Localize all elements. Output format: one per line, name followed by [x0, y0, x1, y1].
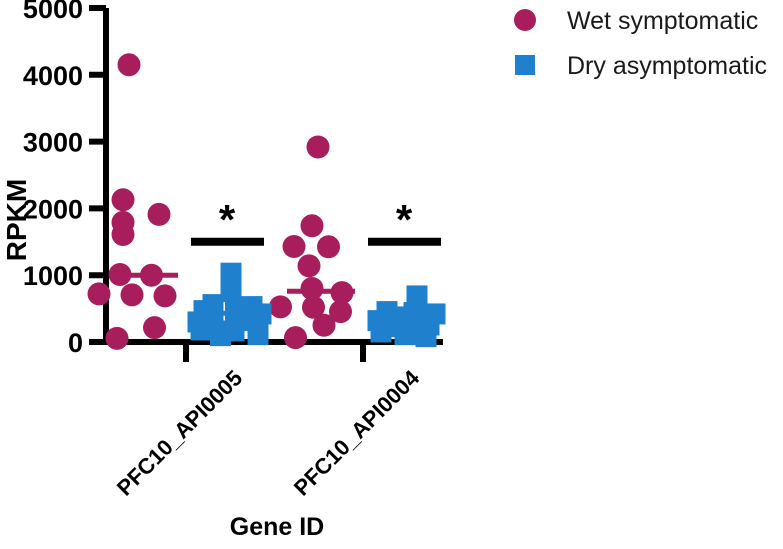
data-point: [220, 262, 242, 284]
data-point: [302, 295, 325, 319]
x-axis-category-label: PFC10_API0005: [112, 365, 247, 500]
data-point: [247, 324, 269, 346]
data-point: [312, 313, 336, 337]
data-point: [250, 303, 272, 325]
x-axis-category-label: PFC10_API0004: [289, 365, 425, 501]
y-axis-tick-label: 1000: [23, 261, 83, 291]
significance-star: *: [219, 196, 236, 243]
significance-star: *: [396, 196, 413, 243]
series-group: [367, 285, 446, 348]
data-point: [140, 263, 163, 287]
legend-label: Wet symptomatic: [567, 7, 758, 35]
y-axis-tick-label: 0: [68, 328, 83, 358]
data-point: [306, 135, 330, 159]
series-group: [269, 135, 355, 350]
series-group: [187, 262, 272, 347]
data-point: [111, 188, 135, 212]
legend-marker-square: [515, 55, 535, 75]
data-point: [105, 326, 129, 350]
data-point: [415, 326, 437, 348]
data-point: [269, 295, 292, 319]
series-group: [87, 53, 178, 350]
legend-label: Dry asymptomatic: [567, 52, 767, 80]
data-point: [370, 321, 392, 343]
data-point: [87, 282, 111, 306]
legend-marker-circle: [514, 9, 536, 31]
data-point: [111, 222, 135, 246]
y-axis-tick-label: 5000: [23, 0, 83, 24]
data-point: [153, 284, 177, 308]
data-point: [120, 283, 144, 307]
data-point: [317, 235, 340, 259]
data-point: [190, 319, 212, 341]
y-axis-tick-label: 4000: [23, 61, 83, 91]
data-point: [147, 202, 171, 226]
y-axis-tick-label: 3000: [23, 128, 83, 158]
data-point: [394, 324, 416, 346]
data-point: [284, 326, 307, 350]
data-point: [406, 285, 428, 307]
data-point: [300, 214, 324, 238]
data-point: [329, 300, 352, 324]
y-axis-title: RPKM: [1, 179, 32, 261]
data-point: [300, 277, 324, 301]
x-axis-title: Gene ID: [230, 513, 324, 541]
data-point: [220, 281, 242, 303]
data-point: [143, 316, 166, 340]
data-point: [297, 254, 321, 278]
data-point: [108, 263, 132, 287]
y-axis-tick-label: 2000: [23, 194, 83, 224]
data-point: [330, 281, 354, 305]
data-point: [117, 53, 141, 77]
data-point: [282, 234, 306, 258]
data-point: [210, 325, 231, 347]
